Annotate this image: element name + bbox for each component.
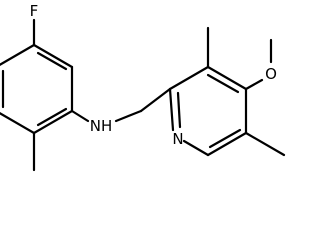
pyridine-bond-c5-c6 — [206, 131, 248, 157]
oxygen-label: O — [265, 65, 277, 83]
amine-label: NH — [90, 117, 113, 135]
pyridine-ring — [168, 65, 248, 157]
pyridine-bond-c6-n — [182, 139, 210, 157]
pyridine-double-bond-3 — [176, 91, 182, 129]
c5-methyl-bond — [244, 131, 286, 157]
benzene-bond-3 — [32, 109, 74, 135]
pyridine-nitrogen-label: N — [172, 130, 183, 148]
ch2-pyridine-bond — [139, 87, 172, 113]
benzene-bond-4 — [0, 112, 36, 135]
molecule-structure: F NH N O — [0, 2, 286, 172]
pyridine-double-bond-1 — [206, 73, 240, 94]
fluorine-label: F — [30, 2, 39, 20]
pyridine-double-bond-2 — [208, 128, 242, 149]
c4-o-bond — [244, 78, 264, 91]
pyridine-bond-c2-c3 — [168, 65, 210, 91]
pyridine-bond-c3-c4 — [206, 65, 248, 91]
benzene-bond-1 — [32, 43, 74, 69]
benzene-ring — [0, 43, 74, 135]
benzene-bond-6 — [0, 43, 36, 66]
nh-ch2-bond — [114, 109, 143, 123]
aryl-nh-bond — [70, 109, 90, 123]
benzene-double-bond-2 — [36, 107, 68, 127]
pyridine-bond-n-c2 — [168, 87, 175, 132]
benzene-double-bond-1 — [36, 51, 68, 71]
